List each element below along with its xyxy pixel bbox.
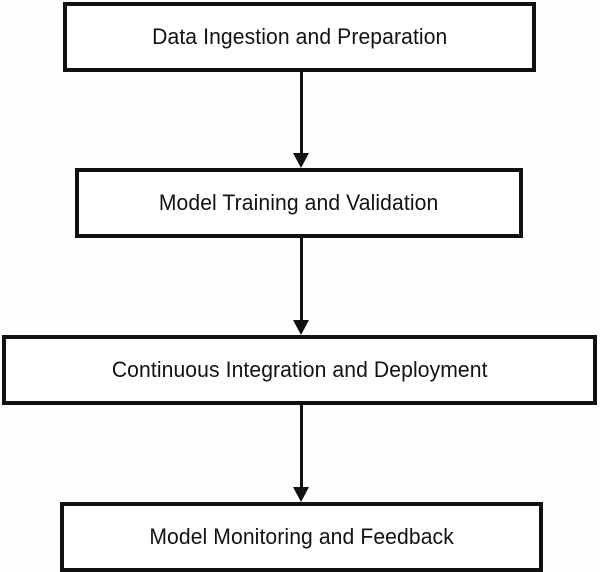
- node-data-ingestion-and-preparation[interactable]: Data Ingestion and Preparation: [63, 2, 536, 72]
- arrow-shaft: [300, 72, 303, 153]
- arrow-shaft: [300, 238, 303, 320]
- node-label: Model Training and Validation: [159, 190, 439, 215]
- node-label: Model Monitoring and Feedback: [149, 524, 454, 549]
- node-model-monitoring-and-feedback[interactable]: Model Monitoring and Feedback: [60, 502, 543, 572]
- arrow-shaft: [300, 405, 303, 487]
- node-label: Data Ingestion and Preparation: [151, 24, 448, 49]
- node-label: Continuous Integration and Deployment: [111, 357, 488, 382]
- node-continuous-integration-and-deployment[interactable]: Continuous Integration and Deployment: [2, 335, 597, 405]
- arrow-head-down-icon: [293, 487, 309, 502]
- arrow-head-down-icon: [293, 320, 309, 335]
- arrow-head-down-icon: [293, 153, 309, 168]
- node-model-training-and-validation[interactable]: Model Training and Validation: [75, 168, 523, 238]
